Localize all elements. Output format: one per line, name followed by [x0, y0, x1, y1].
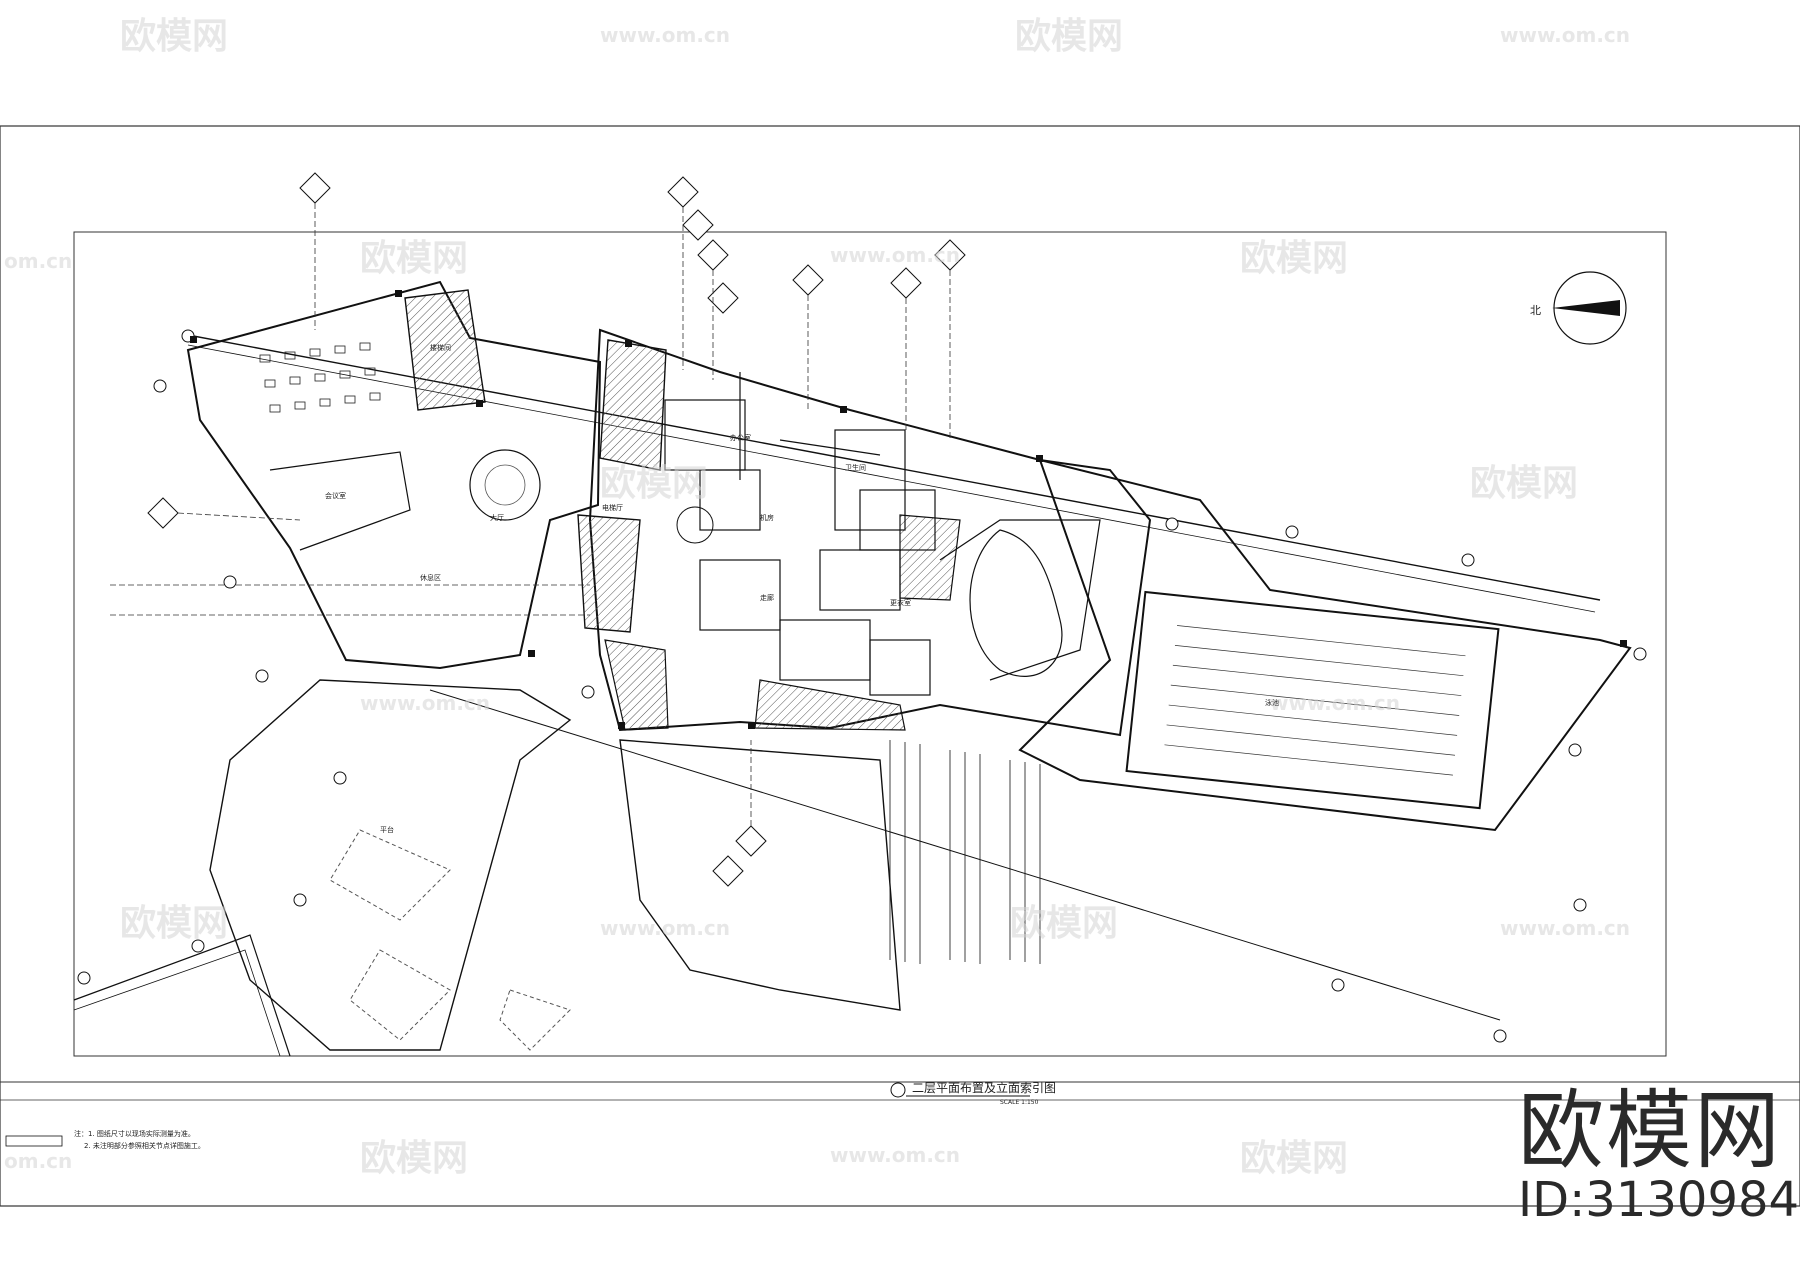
elevator-core [577, 514, 641, 633]
svg-text:om.cn: om.cn [4, 1149, 72, 1173]
stair-core-central [599, 339, 667, 471]
pool-lanes [1164, 625, 1466, 776]
svg-text:www.om.cn: www.om.cn [1500, 23, 1630, 47]
svg-text:www.om.cn: www.om.cn [1500, 916, 1630, 940]
svg-text:www.om.cn: www.om.cn [830, 1143, 960, 1167]
notes-box [5, 1135, 63, 1147]
room-label: 平台 [380, 825, 394, 834]
svg-text:欧模网: 欧模网 [1470, 463, 1578, 504]
facade-line-north [187, 334, 1601, 601]
classroom-seating [259, 342, 381, 413]
planter-west [329, 829, 451, 921]
svg-text:www.om.cn: www.om.cn [600, 916, 730, 940]
terrace-outline-mid [619, 739, 901, 1011]
watermark-layer: 欧模网 www.om.cn 欧模网 www.om.cn 欧模网 www.om.c… [4, 16, 1630, 1179]
model-id: ID:3130984 [1518, 1172, 1800, 1228]
svg-text:欧模网: 欧模网 [360, 238, 468, 279]
elevation-index-markers [147, 172, 966, 887]
note-line-2: 2. 未注明部分参照相关节点详图施工。 [84, 1141, 205, 1150]
svg-text:欧模网: 欧模网 [1010, 903, 1118, 944]
north-label: 北 [1530, 304, 1541, 317]
north-arrow-icon [1552, 271, 1627, 345]
svg-text:欧模网: 欧模网 [120, 16, 228, 57]
room-label: 办公室 [730, 433, 751, 442]
reception-circle-inner [484, 464, 526, 506]
drawing-frame [73, 231, 1667, 1057]
walkway-sw [73, 934, 291, 1057]
note-line-1: 注：1. 图纸尺寸以现场实际测量为准。 [74, 1129, 195, 1138]
room-label: 休息区 [420, 573, 441, 582]
svg-text:www.om.cn: www.om.cn [830, 243, 960, 267]
svg-text:www.om.cn: www.om.cn [1270, 691, 1400, 715]
lounge-circle [676, 506, 714, 544]
svg-text:欧模网: 欧模网 [360, 1138, 468, 1179]
grid-axis-bubbles [77, 329, 1647, 1043]
walkway-sw-2 [73, 949, 281, 1057]
svg-text:om.cn: om.cn [4, 249, 72, 273]
svg-text:www.om.cn: www.om.cn [360, 691, 490, 715]
room-label: 楼梯间 [430, 343, 451, 352]
svg-text:欧模网: 欧模网 [1240, 1138, 1348, 1179]
steps [889, 740, 1041, 964]
drawing-title: 二层平面布置及立面索引图 [912, 1080, 1056, 1095]
structural-columns [190, 290, 1627, 729]
facade-line-north-2 [187, 344, 1596, 613]
shaft-south [604, 639, 669, 731]
drawing-scale: SCALE 1:150 [1000, 1099, 1039, 1106]
building-outline-east [1018, 458, 1632, 832]
sheet-frame [0, 125, 1800, 1207]
room-label: 泳池 [1265, 698, 1279, 707]
svg-text:欧模网: 欧模网 [120, 903, 228, 944]
reception-circle [469, 449, 541, 521]
room-label: 电梯厅 [602, 503, 623, 512]
callout-leader-lines [110, 203, 951, 826]
room-label: 大厅 [490, 513, 504, 522]
svg-text:欧模网: 欧模网 [1240, 238, 1348, 279]
svg-text:欧模网: 欧模网 [600, 463, 708, 504]
interior-walls [269, 372, 1101, 696]
curved-lounge [969, 529, 1063, 677]
room-label: 会议室 [325, 491, 346, 500]
brand-logo-text: 欧模网 [1518, 1081, 1782, 1181]
shaft-central [754, 679, 906, 731]
svg-text:欧模网: 欧模网 [1015, 16, 1123, 57]
shaft-east [899, 514, 961, 601]
room-label: 卫生间 [845, 463, 866, 472]
terrace-outline-west [209, 679, 572, 1051]
room-label: 机房 [760, 513, 774, 522]
planter-mid [349, 949, 451, 1041]
building-outline-central [588, 328, 1152, 737]
planter-south [499, 989, 571, 1051]
stair-core-west [404, 289, 486, 411]
room-label: 更衣室 [890, 598, 911, 607]
pool-outline [1125, 590, 1500, 810]
svg-text:www.om.cn: www.om.cn [600, 23, 730, 47]
title-bubble [890, 1082, 906, 1098]
room-label: 走廊 [760, 593, 774, 602]
